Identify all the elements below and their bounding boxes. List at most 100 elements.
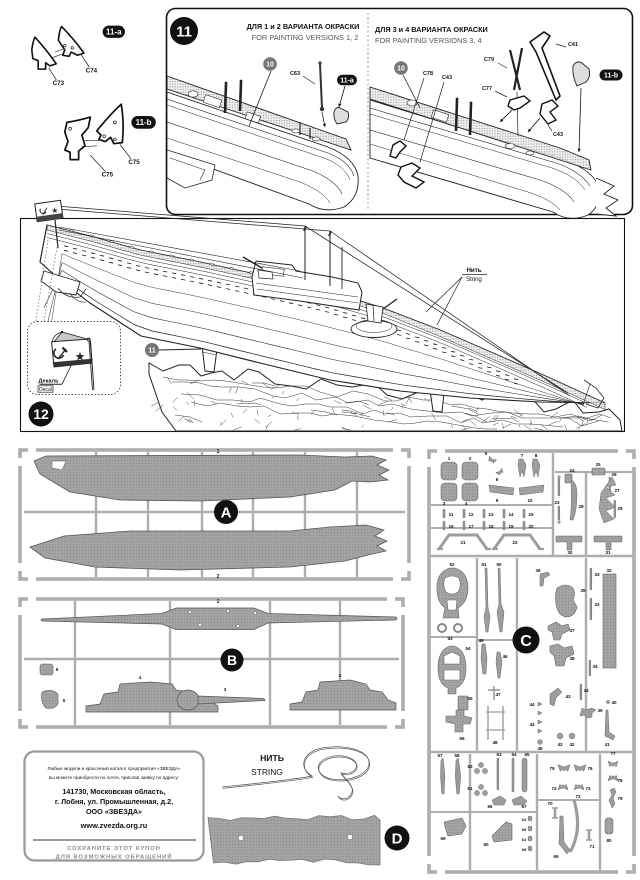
svg-text:28: 28 bbox=[578, 504, 584, 509]
svg-text:24: 24 bbox=[569, 468, 575, 473]
svg-text:73: 73 bbox=[585, 786, 591, 791]
svg-text:Нить: Нить bbox=[466, 267, 481, 274]
svg-text:25: 25 bbox=[595, 462, 601, 467]
svg-text:C43: C43 bbox=[553, 132, 563, 138]
svg-text:10: 10 bbox=[527, 498, 533, 503]
svg-text:48: 48 bbox=[492, 740, 498, 745]
svg-text:г. Лобня, ул. Промышленная, д.: г. Лобня, ул. Промышленная, д.2, bbox=[55, 797, 173, 806]
svg-text:Декаль: Декаль bbox=[38, 379, 59, 385]
svg-text:79: 79 bbox=[617, 796, 623, 801]
svg-text:35: 35 bbox=[580, 588, 586, 593]
svg-text:C75: C75 bbox=[102, 172, 114, 179]
svg-text:FOR PAINTING VERSIONS 3, 4: FOR PAINTING VERSIONS 3, 4 bbox=[375, 36, 482, 45]
svg-text:7: 7 bbox=[521, 453, 524, 458]
svg-text:31: 31 bbox=[605, 550, 611, 555]
svg-text:2: 2 bbox=[339, 673, 342, 678]
svg-text:64: 64 bbox=[522, 837, 527, 842]
svg-text:64: 64 bbox=[522, 817, 527, 822]
svg-text:72: 72 bbox=[575, 794, 581, 799]
svg-text:50: 50 bbox=[496, 562, 502, 567]
svg-text:37: 37 bbox=[569, 628, 575, 633]
svg-text:26: 26 bbox=[611, 472, 617, 477]
svg-text:46: 46 bbox=[502, 654, 508, 659]
svg-text:61: 61 bbox=[467, 786, 473, 791]
svg-text:42: 42 bbox=[569, 742, 575, 747]
svg-text:80: 80 bbox=[606, 838, 612, 843]
svg-text:11: 11 bbox=[449, 512, 454, 517]
svg-text:C75: C75 bbox=[128, 159, 140, 166]
svg-text:27: 27 bbox=[614, 488, 620, 493]
svg-text:63: 63 bbox=[496, 752, 502, 757]
svg-text:Любые модели и красочный катал: Любые модели и красочный каталог предпри… bbox=[48, 765, 181, 771]
svg-text:5: 5 bbox=[56, 667, 59, 672]
svg-text:6: 6 bbox=[496, 477, 499, 482]
svg-text:1: 1 bbox=[217, 599, 220, 605]
svg-text:32: 32 bbox=[606, 568, 612, 573]
svg-text:11-a: 11-a bbox=[106, 28, 122, 37]
svg-text:19: 19 bbox=[508, 524, 514, 529]
svg-text:STRING: STRING bbox=[251, 767, 283, 777]
svg-text:75: 75 bbox=[549, 766, 555, 771]
svg-text:49: 49 bbox=[478, 638, 484, 643]
svg-text:C73: C73 bbox=[53, 80, 65, 87]
svg-text:76: 76 bbox=[587, 766, 593, 771]
svg-text:29: 29 bbox=[617, 506, 623, 511]
svg-text:11: 11 bbox=[148, 346, 156, 355]
svg-text:45: 45 bbox=[537, 746, 543, 751]
svg-text:62: 62 bbox=[467, 764, 473, 769]
svg-text:64: 64 bbox=[511, 752, 517, 757]
svg-text:43: 43 bbox=[565, 694, 571, 699]
svg-text:12: 12 bbox=[33, 406, 49, 422]
svg-text:23: 23 bbox=[554, 500, 560, 505]
svg-text:11-a: 11-a bbox=[340, 78, 354, 85]
svg-text:C74: C74 bbox=[86, 67, 98, 74]
svg-text:ДЛЯ 3 и 4 ВАРИАНТА ОКРАСКИ: ДЛЯ 3 и 4 ВАРИАНТА ОКРАСКИ bbox=[375, 25, 488, 34]
svg-text:42: 42 bbox=[557, 742, 563, 747]
svg-text:C63: C63 bbox=[290, 71, 300, 77]
svg-text:4: 4 bbox=[139, 675, 142, 680]
svg-text:70: 70 bbox=[547, 801, 553, 806]
svg-text:ДЛЯ ВОЗМОЖНЫХ ОБРАЩЕНИЙ: ДЛЯ ВОЗМОЖНЫХ ОБРАЩЕНИЙ bbox=[56, 853, 173, 861]
svg-text:11: 11 bbox=[176, 23, 192, 40]
svg-text:C78: C78 bbox=[423, 71, 433, 77]
svg-text:34: 34 bbox=[583, 688, 589, 693]
svg-text:9: 9 bbox=[496, 498, 499, 503]
svg-text:20: 20 bbox=[528, 524, 534, 529]
svg-text:FOR PAINTING VERSIONS 1, 2: FOR PAINTING VERSIONS 1, 2 bbox=[252, 33, 359, 42]
svg-text:17: 17 bbox=[468, 524, 474, 529]
svg-text:44: 44 bbox=[529, 722, 535, 727]
svg-text:56: 56 bbox=[459, 736, 465, 741]
svg-text:51: 51 bbox=[481, 562, 487, 567]
svg-text:74: 74 bbox=[551, 786, 557, 791]
svg-text:3: 3 bbox=[443, 501, 446, 506]
svg-text:38: 38 bbox=[569, 656, 575, 661]
svg-text:1: 1 bbox=[448, 456, 451, 461]
svg-text:ООО «ЗВЕЗДА»: ООО «ЗВЕЗДА» bbox=[86, 807, 142, 816]
svg-text:40: 40 bbox=[611, 700, 617, 705]
svg-text:141730, Московская область,: 141730, Московская область, bbox=[62, 787, 165, 796]
svg-text:22: 22 bbox=[512, 540, 518, 545]
svg-text:68: 68 bbox=[522, 847, 527, 852]
svg-text:15: 15 bbox=[528, 512, 534, 517]
svg-text:A: A bbox=[221, 504, 232, 521]
svg-text:10: 10 bbox=[266, 62, 274, 69]
svg-text:54: 54 bbox=[465, 646, 471, 651]
svg-text:33: 33 bbox=[594, 572, 600, 577]
svg-text:2: 2 bbox=[469, 456, 472, 461]
svg-text:34: 34 bbox=[592, 664, 598, 669]
svg-text:53: 53 bbox=[447, 636, 453, 641]
svg-text:C79: C79 bbox=[484, 57, 494, 63]
svg-text:6: 6 bbox=[63, 698, 66, 703]
svg-text:16: 16 bbox=[448, 524, 454, 529]
svg-text:66: 66 bbox=[487, 804, 493, 809]
svg-text:60: 60 bbox=[483, 842, 489, 847]
svg-text:String: String bbox=[466, 277, 482, 283]
svg-text:69: 69 bbox=[553, 854, 559, 859]
svg-text:11-b: 11-b bbox=[136, 118, 152, 127]
svg-text:8: 8 bbox=[535, 453, 538, 458]
svg-text:65: 65 bbox=[524, 752, 530, 757]
svg-text:41: 41 bbox=[604, 742, 610, 747]
svg-text:10: 10 bbox=[397, 66, 405, 73]
svg-text:1: 1 bbox=[217, 449, 220, 455]
svg-text:52: 52 bbox=[449, 562, 455, 567]
